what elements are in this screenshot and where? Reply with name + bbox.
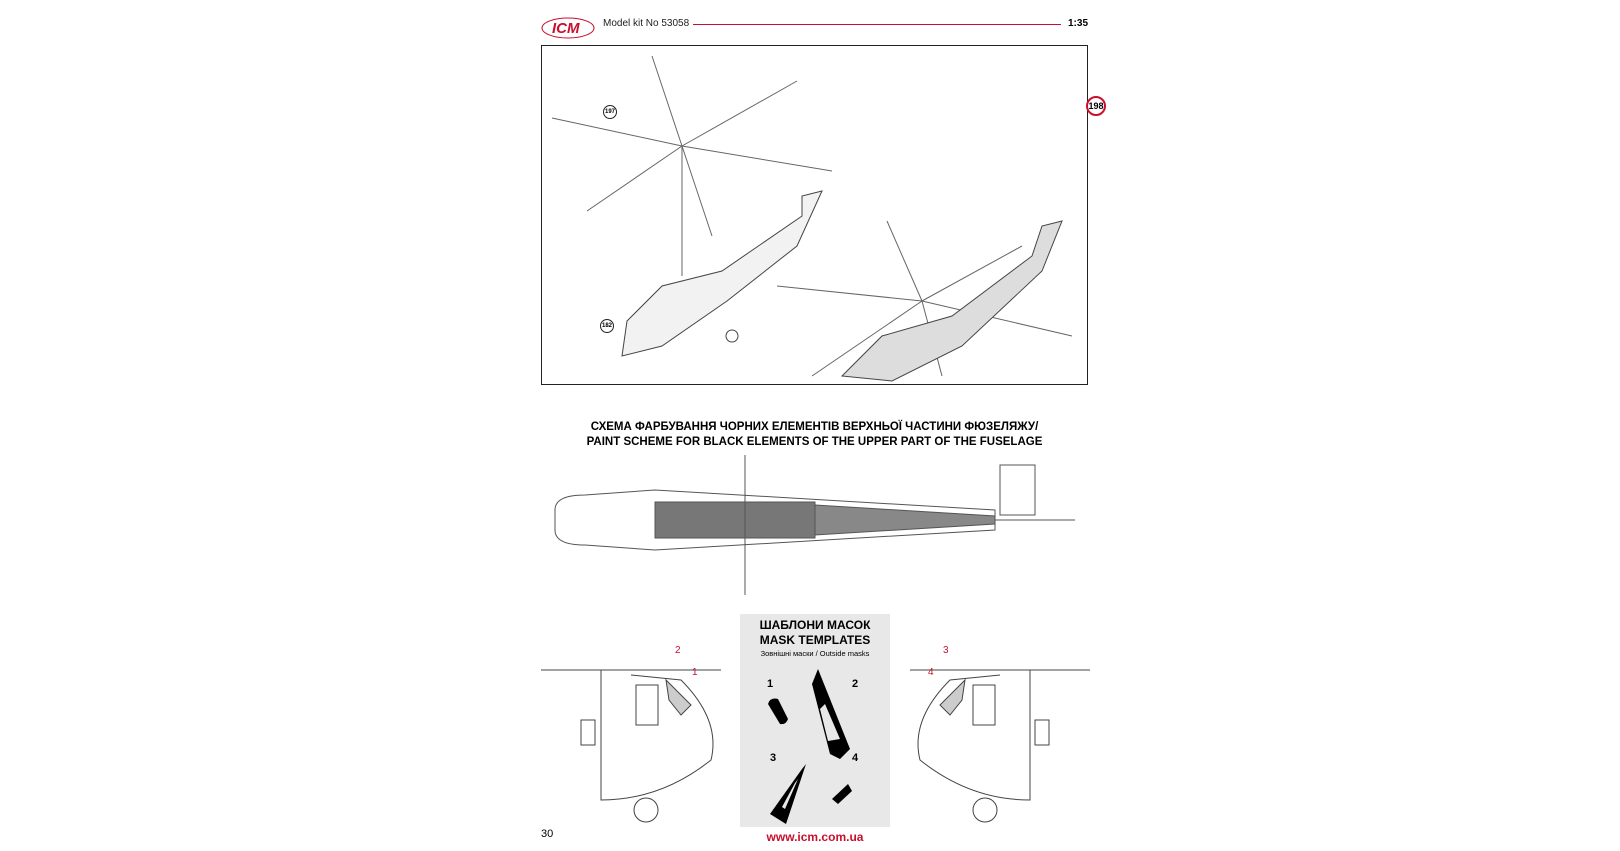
icm-logo: ICM [540, 14, 596, 47]
scale: 1:35 [1068, 18, 1089, 29]
mask-1 [768, 698, 788, 725]
mask-3 [770, 764, 806, 824]
mask-number: 1 [767, 678, 774, 690]
part-callout: 182 [600, 319, 614, 333]
left-side-view [541, 669, 721, 823]
page-number: 30 [541, 828, 554, 840]
svg-text:ICM: ICM [552, 20, 580, 37]
mask-title-en: MASK TEMPLATES [759, 633, 871, 647]
part-callout: 197 [603, 105, 617, 119]
title-en: PAINT SCHEME FOR BLACK ELEMENTS OF THE U… [586, 436, 1043, 448]
website-link[interactable]: www.icm.com.ua [766, 830, 864, 844]
mask-2 [812, 669, 850, 759]
right-side-view [910, 669, 1090, 823]
title-ua: СХЕМА ФАРБУВАННЯ ЧОРНИХ ЕЛЕМЕНТІВ ВЕРХНЬ… [590, 421, 1039, 433]
mask-number: 3 [770, 752, 777, 764]
mask-number: 2 [852, 678, 859, 690]
mask-shapes [768, 669, 852, 824]
mask-templates-panel: ШАБЛОНИ МАСОК MASK TEMPLATES Зовнішні ма… [740, 614, 890, 827]
paint-scheme-title: СХЕМА ФАРБУВАННЯ ЧОРНИХ ЕЛЕМЕНТІВ ВЕРХНЬ… [541, 420, 1088, 450]
mask-title-ua: ШАБЛОНИ МАСОК [759, 618, 871, 632]
assembly-step-frame: 198 197 182 [541, 45, 1106, 385]
header-divider [693, 24, 1061, 25]
mask-number: 4 [852, 752, 859, 764]
mask-subtitle: Зовнішні маски / Outside masks [760, 649, 870, 658]
mask-4 [832, 784, 852, 804]
mask-title: ШАБЛОНИ МАСОК MASK TEMPLATES [740, 618, 890, 648]
mask-label: 4 [928, 667, 934, 678]
kit-number: Model kit No 53058 [603, 18, 690, 29]
mask-label: 2 [675, 645, 681, 656]
step-number: 198 [1086, 96, 1106, 116]
mask-label: 1 [692, 667, 698, 678]
top-view-drawing [554, 455, 1075, 595]
mask-label: 3 [943, 645, 949, 656]
helicopter-assembly-drawing [551, 55, 1073, 382]
